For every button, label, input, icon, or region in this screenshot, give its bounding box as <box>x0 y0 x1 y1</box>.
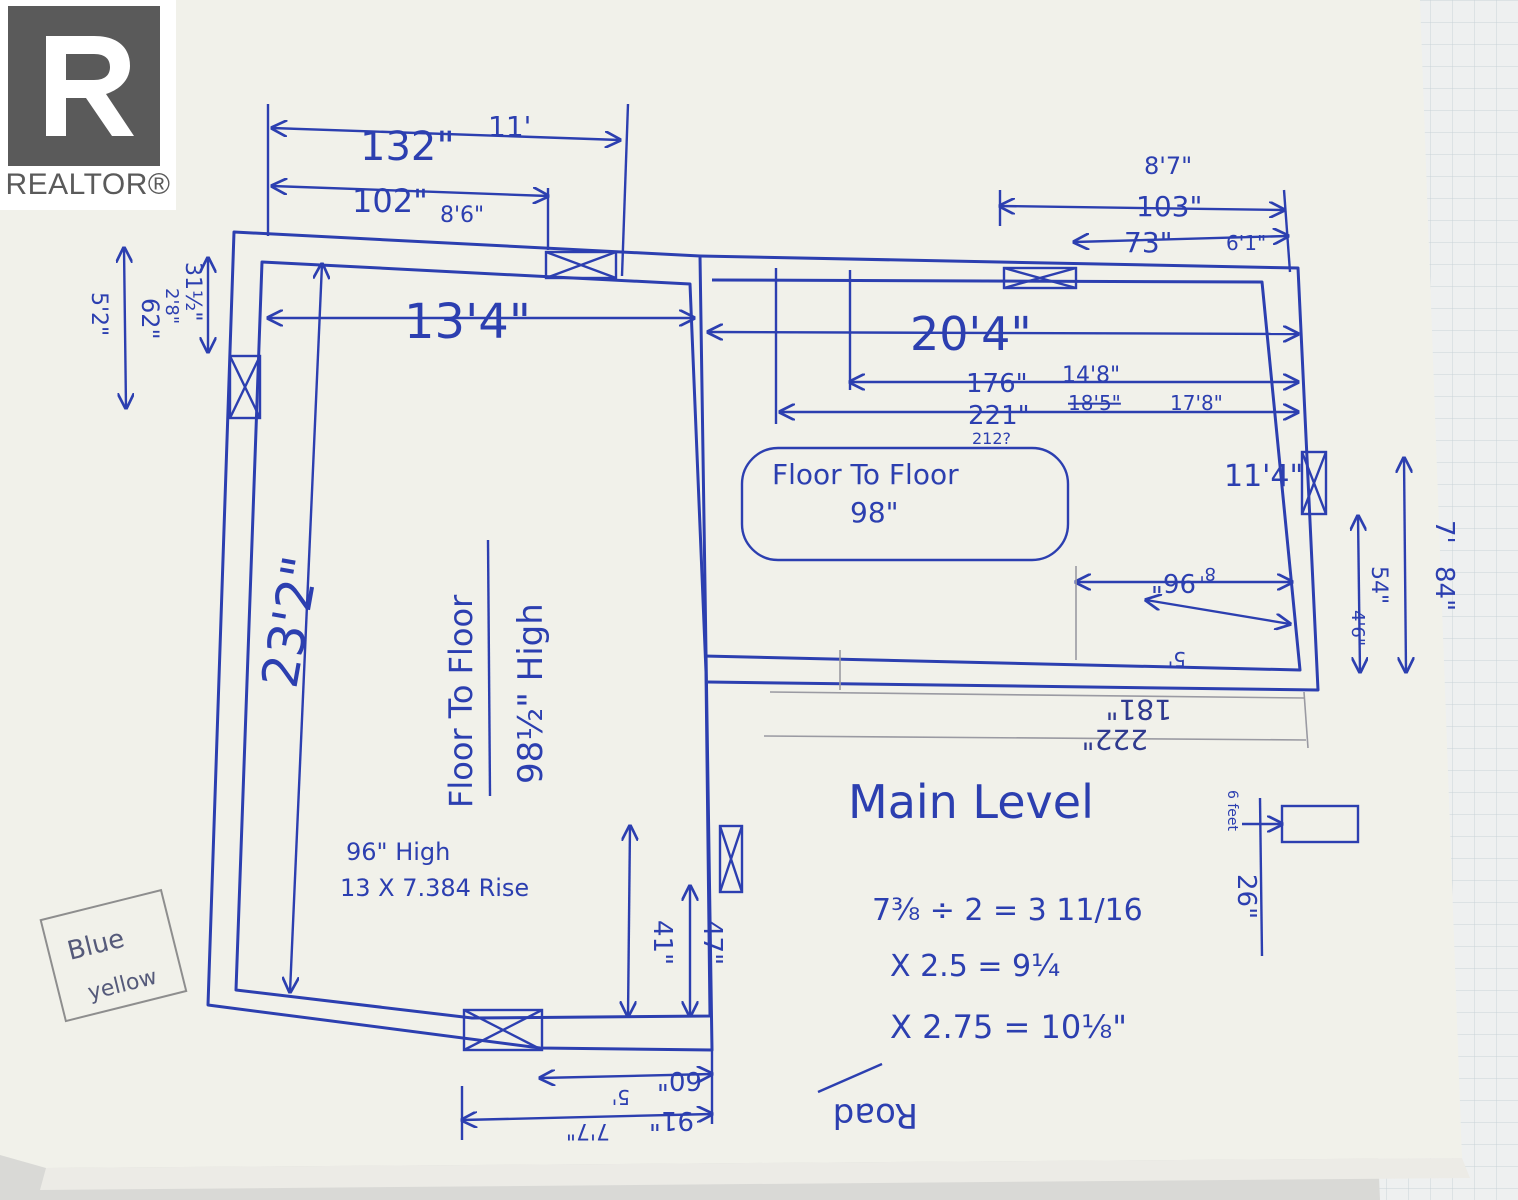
realtor-wordmark: REALTOR® <box>5 168 171 201</box>
realtor-r-icon <box>8 6 160 166</box>
dimension-lines <box>124 103 1406 1140</box>
dim-6-1: 6'1" <box>1226 231 1266 255</box>
floor-to-floor-main-value: 98" <box>850 496 899 529</box>
note-96-high: 96" High <box>346 838 450 866</box>
dim-41: 41" <box>647 920 677 965</box>
paint-color-tag <box>39 888 188 1023</box>
dim-26: 26" <box>1231 874 1261 919</box>
floor-to-floor-note-box <box>740 446 1070 562</box>
dim-212: 212? <box>972 429 1011 448</box>
dim-5ft-2: 5' <box>612 1085 630 1109</box>
calc-line-1: 7⅜ ÷ 2 = 3 11/16 <box>872 893 1143 928</box>
dim-20-4: 20'4" <box>910 307 1032 361</box>
dim-8-6: 8'6" <box>440 203 484 228</box>
dim-18-5: 18'5" <box>1068 391 1121 415</box>
calc-line-3: X 2.75 = 10⅛" <box>890 1008 1127 1046</box>
under-paper-edge <box>40 1158 1470 1190</box>
dim-17-8: 17'8" <box>1170 391 1223 415</box>
note-rise: 13 X 7.384 Rise <box>340 874 529 902</box>
pencil-dimension-lines <box>763 566 1309 749</box>
dim-31-5: 31½" <box>180 262 205 321</box>
dim-14-8: 14'8" <box>1062 363 1120 388</box>
dim-7ft: 7' <box>1429 520 1459 544</box>
dim-102: 102" <box>352 182 428 220</box>
dim-8-7: 8'7" <box>1144 152 1192 180</box>
dim-6-feet: 6 feet <box>1224 790 1240 832</box>
dim-91: 91" <box>649 1105 694 1135</box>
dim-11ft: 11' <box>488 110 531 143</box>
dim-60: 60" <box>657 1065 702 1095</box>
dim-73: 73" <box>1124 226 1173 259</box>
dim-54: 54" <box>1366 566 1391 604</box>
calc-line-2: X 2.5 = 9¼ <box>890 949 1060 984</box>
dim-4-6: 4'6" <box>1347 610 1368 646</box>
main-level-label: Main Level <box>848 775 1094 829</box>
dim-62: 62" <box>136 298 164 340</box>
road-label: Road <box>833 1095 918 1135</box>
dim-221: 221" <box>968 401 1030 431</box>
dim-13-4: 13'4" <box>404 294 531 350</box>
dim-84: 84" <box>1429 566 1459 611</box>
dim-5-2: 5'2" <box>86 292 111 336</box>
dim-8ft: 8' <box>1200 563 1216 584</box>
dim-5ft: 5' <box>1168 647 1186 671</box>
realtor-logo: REALTOR® <box>0 0 176 210</box>
dim-96: 96" <box>1151 567 1196 597</box>
dim-222: 222" <box>1082 723 1148 756</box>
floor-to-floor-main-label: Floor To Floor <box>772 458 959 491</box>
floor-to-floor-left-value: 98½" High <box>511 603 551 784</box>
window-symbols <box>228 250 1328 1052</box>
dim-11-4: 11'4" <box>1224 459 1303 494</box>
dim-103: 103" <box>1136 190 1202 223</box>
dim-47: 47" <box>697 920 727 965</box>
floor-to-floor-left-label: Floor To Floor <box>442 594 480 808</box>
dim-132: 132" <box>360 124 455 170</box>
dim-176: 176" <box>966 369 1028 399</box>
dim-2-8: 2'8" <box>161 288 182 324</box>
sketch-paper <box>0 0 1462 1168</box>
dim-7-7: 7'7" <box>566 1118 610 1143</box>
dim-181: 181" <box>1106 693 1172 726</box>
